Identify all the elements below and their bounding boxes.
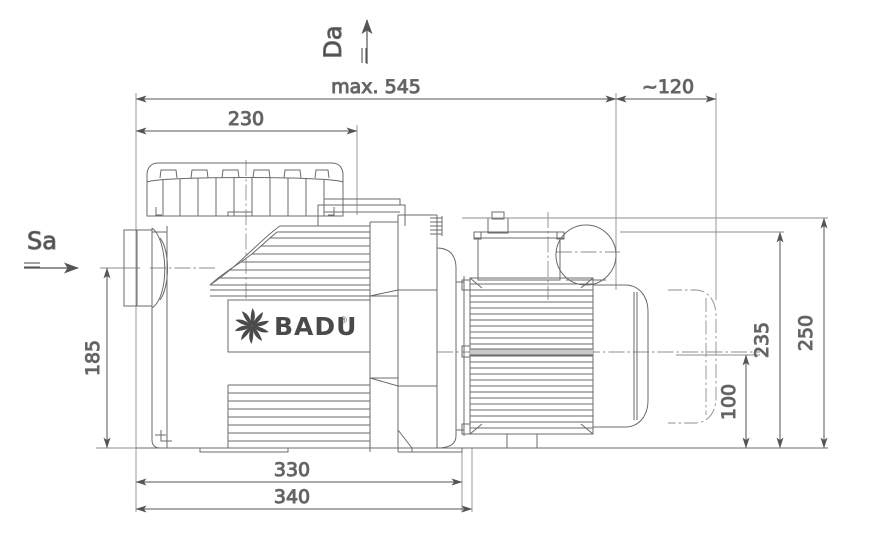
dimension-label-185: 185 [82,340,104,376]
dimension-250: 250 [795,217,828,449]
dimension-120: ~120 [615,76,717,103]
dimension-label-250: 250 [795,315,817,351]
badu-wordmark: BADU [274,312,357,341]
dimension-label-330: 330 [274,459,310,481]
dimension-230: 230 [135,108,358,135]
port-label-discharge: Da [319,25,347,58]
registered-mark: ® [339,316,348,326]
dimension-label-max-545: max. 545 [331,76,421,98]
port-marker-discharge: Da [319,19,373,64]
port-marker-suction: Sa [24,227,79,274]
dimension-max-545: max. 545 [135,76,617,103]
motor-foot [503,433,541,449]
dimension-185: 185 [82,267,111,449]
housing-upper-ribs [209,225,370,297]
port-label-suction: Sa [27,227,57,255]
fan-cover [593,284,649,428]
badu-logo: BADU ® [234,308,357,344]
fan-cover-phantom [668,289,717,424]
dimension-label-100: 100 [718,384,740,420]
dimension-100: 100 [718,354,750,449]
pump-assembly [123,162,828,453]
dimension-label-340: 340 [274,486,310,508]
dimension-235: 235 [751,231,784,449]
motor-body [469,277,594,435]
dimension-340: 340 [135,448,473,513]
dimension-label-120: ~120 [642,76,694,98]
lantern-housing [369,214,463,453]
dimension-label-230: 230 [228,108,264,130]
housing-lower-ribs [227,384,370,448]
impeller-spiral-icon [234,308,270,344]
prefilter-lid [146,162,344,217]
terminal-box [473,211,565,281]
dimension-330: 330 [135,459,463,486]
pump-housing [151,226,289,453]
capacitor-cover [555,224,617,286]
dimension-label-235: 235 [751,322,773,358]
motor-flange [436,247,471,449]
